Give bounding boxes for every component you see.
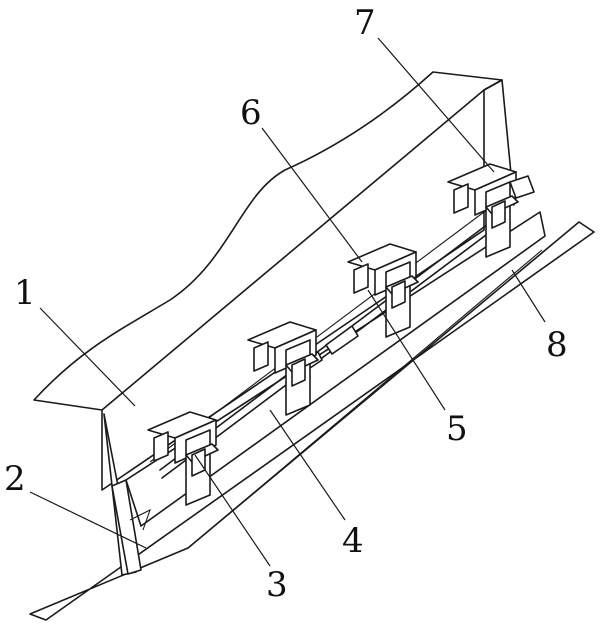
leader-3 <box>194 454 271 567</box>
callout-3: 3 <box>266 565 288 605</box>
callout-8: 8 <box>546 325 568 365</box>
side-plate <box>103 211 546 576</box>
callout-labels: 1 2 3 4 5 6 7 8 <box>4 3 568 605</box>
callout-1: 1 <box>14 273 36 313</box>
leader-lines <box>29 37 546 567</box>
callout-5: 5 <box>446 409 468 449</box>
callout-6: 6 <box>240 93 262 133</box>
clamp-bracket-4 <box>447 163 535 258</box>
leader-8 <box>511 269 546 323</box>
wall-panel <box>33 71 515 491</box>
callout-2: 2 <box>4 459 26 499</box>
clamp-bracket-3 <box>347 243 419 338</box>
leader-5 <box>367 289 446 411</box>
clamp-bracket-2 <box>247 321 319 416</box>
callout-7: 7 <box>354 3 376 43</box>
clamp-bracket-1 <box>147 411 219 506</box>
leader-6 <box>261 127 363 263</box>
leader-1 <box>39 307 136 407</box>
base-plate <box>29 221 595 621</box>
leader-7 <box>377 37 495 173</box>
leader-2 <box>29 491 147 549</box>
callout-4: 4 <box>342 521 364 561</box>
leader-4 <box>269 409 346 521</box>
